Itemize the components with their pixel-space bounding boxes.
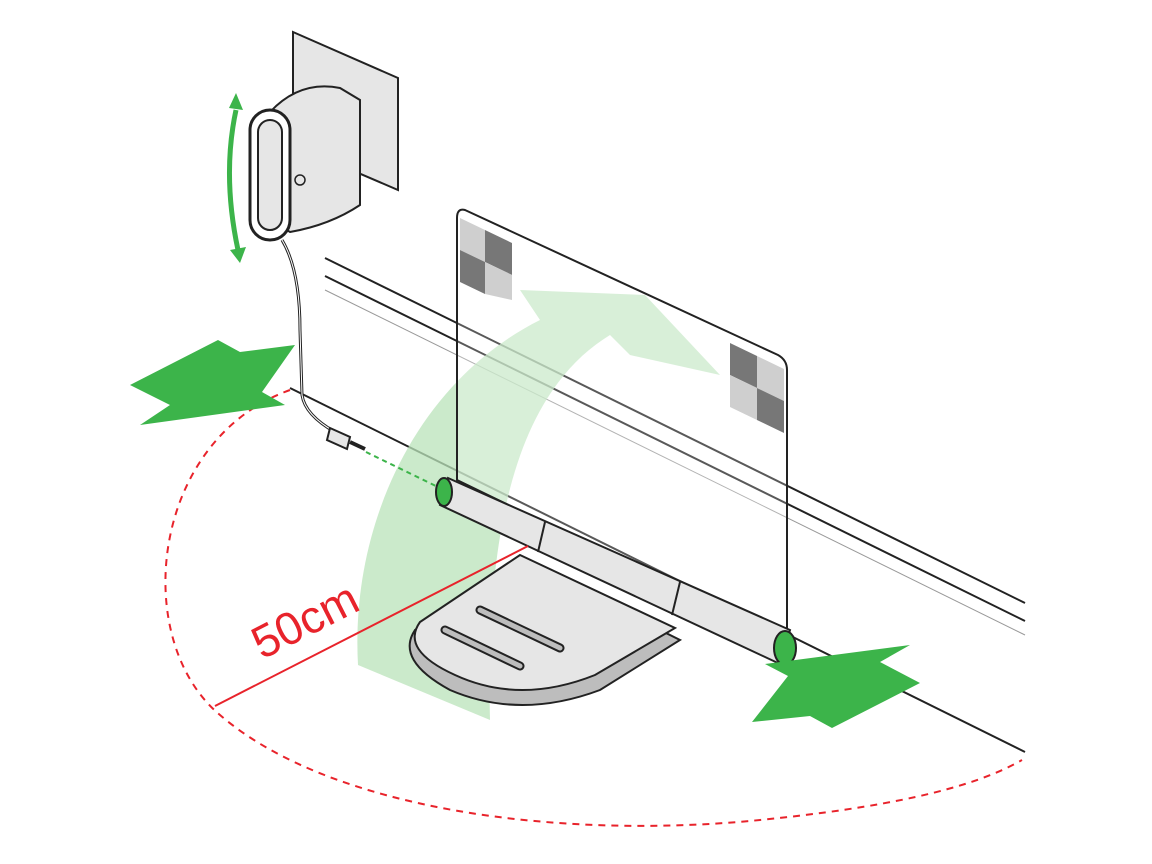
clearance-radius-arc xyxy=(164,389,1023,827)
plug-in-direction-arrow xyxy=(227,93,246,263)
distance-label: 50cm xyxy=(243,572,367,669)
cable-plug xyxy=(325,426,366,451)
calibration-marker-right xyxy=(730,343,784,433)
connection-guide-line xyxy=(365,451,441,489)
distance-line xyxy=(214,545,529,707)
power-adapter xyxy=(248,85,361,242)
transparent-panel xyxy=(456,208,788,642)
push-arrow-left xyxy=(130,340,295,425)
bar-end-right xyxy=(773,630,797,666)
power-cable xyxy=(280,239,336,434)
calibration-marker-left xyxy=(460,218,512,300)
stand-base xyxy=(408,553,683,706)
bar-end-left xyxy=(435,477,453,507)
push-arrow-right xyxy=(752,645,920,728)
